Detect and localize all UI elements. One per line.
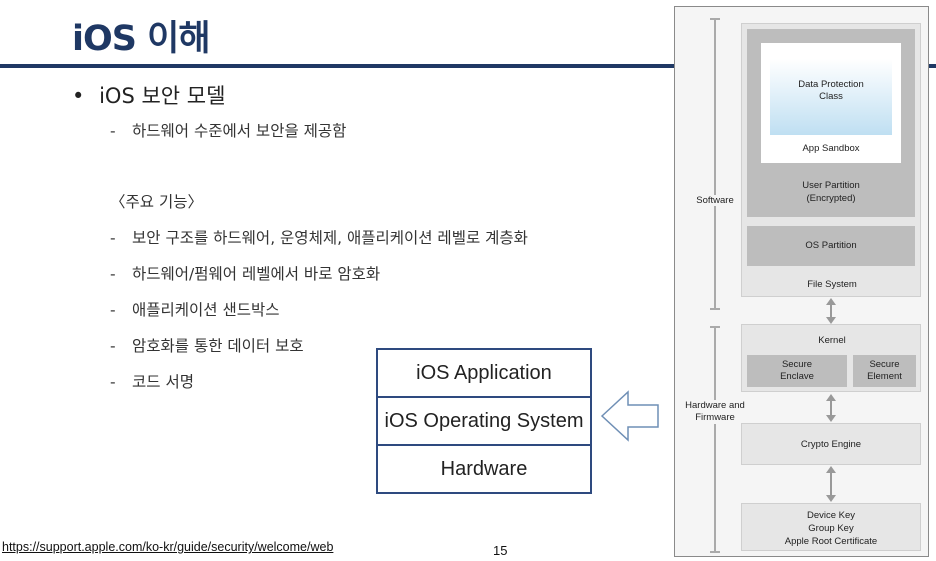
double-arrow-icon xyxy=(826,466,836,502)
page-number: 15 xyxy=(493,543,508,558)
bullet-text: iOS 보안 모델 xyxy=(99,84,226,108)
data-protection-class-box: Data Protection Class xyxy=(770,59,892,135)
ios-layer-stack: iOS Application iOS Operating System Har… xyxy=(376,348,592,494)
file-system-label: File System xyxy=(807,279,857,290)
user-partition-box: Data Protection Class App Sandbox User P… xyxy=(747,29,915,217)
sub-intro-text: 하드웨어 수준에서 보안을 제공함 xyxy=(132,122,347,140)
feature-item: -애플리케이션 샌드박스 xyxy=(110,298,280,320)
hardware-firmware-label: Hardware and Firmware xyxy=(677,400,753,424)
feature-text: 하드웨어/펌웨어 레벨에서 바로 암호화 xyxy=(132,265,381,283)
dash: - xyxy=(110,301,116,319)
dash: - xyxy=(110,265,116,283)
slide-title: iOS 이해 xyxy=(72,19,211,59)
section-heading: 〈주요 기능〉 xyxy=(110,193,203,211)
title-underline xyxy=(0,64,936,68)
feature-item: -코드 서명 xyxy=(110,370,194,392)
bullet-ios-security-model: • iOS 보안 모델 xyxy=(72,80,225,110)
device-keys-box: Device Key Group Key Apple Root Certific… xyxy=(741,503,921,551)
os-partition-box: OS Partition xyxy=(747,226,915,266)
double-arrow-icon xyxy=(826,298,836,324)
dash: - xyxy=(110,122,116,140)
layer-ios-application: iOS Application xyxy=(378,350,590,398)
app-sandbox-label: App Sandbox xyxy=(802,143,860,154)
bracket-lines xyxy=(710,18,720,553)
feature-item: -보안 구조를 하드웨어, 운영체제, 애플리케이션 레벨로 계층화 xyxy=(110,226,528,248)
left-arrow-icon xyxy=(600,390,659,442)
feature-text: 보안 구조를 하드웨어, 운영체제, 애플리케이션 레벨로 계층화 xyxy=(132,229,528,247)
dash: - xyxy=(110,373,116,391)
dash: - xyxy=(110,229,116,247)
secure-element-box: Secure Element xyxy=(853,355,916,387)
layer-hardware: Hardware xyxy=(440,458,528,480)
software-label: Software xyxy=(685,195,745,206)
double-arrow-icon xyxy=(826,394,836,422)
source-link[interactable]: https://support.apple.com/ko-kr/guide/se… xyxy=(2,540,334,554)
feature-text: 코드 서명 xyxy=(132,373,194,391)
kernel-label: Kernel xyxy=(818,335,846,346)
feature-text: 애플리케이션 샌드박스 xyxy=(132,301,280,319)
feature-item: -암호화를 통한 데이터 보호 xyxy=(110,334,304,356)
feature-text: 암호화를 통한 데이터 보호 xyxy=(132,337,304,355)
layer-ios-operating-system: iOS Operating System xyxy=(378,398,590,446)
bullet-mark: • xyxy=(72,84,85,108)
secure-enclave-box: Secure Enclave xyxy=(747,355,847,387)
file-system-box: Data Protection Class App Sandbox User P… xyxy=(741,23,921,297)
user-partition-label: User Partition (Encrypted) xyxy=(802,180,860,204)
crypto-engine-box: Crypto Engine xyxy=(741,423,921,465)
ios-security-architecture-diagram: Software Hardware and Firmware Data Prot… xyxy=(674,6,929,557)
app-sandbox-box: Data Protection Class App Sandbox xyxy=(761,43,901,163)
sub-intro: -하드웨어 수준에서 보안을 제공함 xyxy=(110,119,346,141)
dash: - xyxy=(110,337,116,355)
kernel-box: Kernel Secure Enclave Secure Element xyxy=(741,324,921,392)
feature-item: -하드웨어/펌웨어 레벨에서 바로 암호화 xyxy=(110,262,380,284)
